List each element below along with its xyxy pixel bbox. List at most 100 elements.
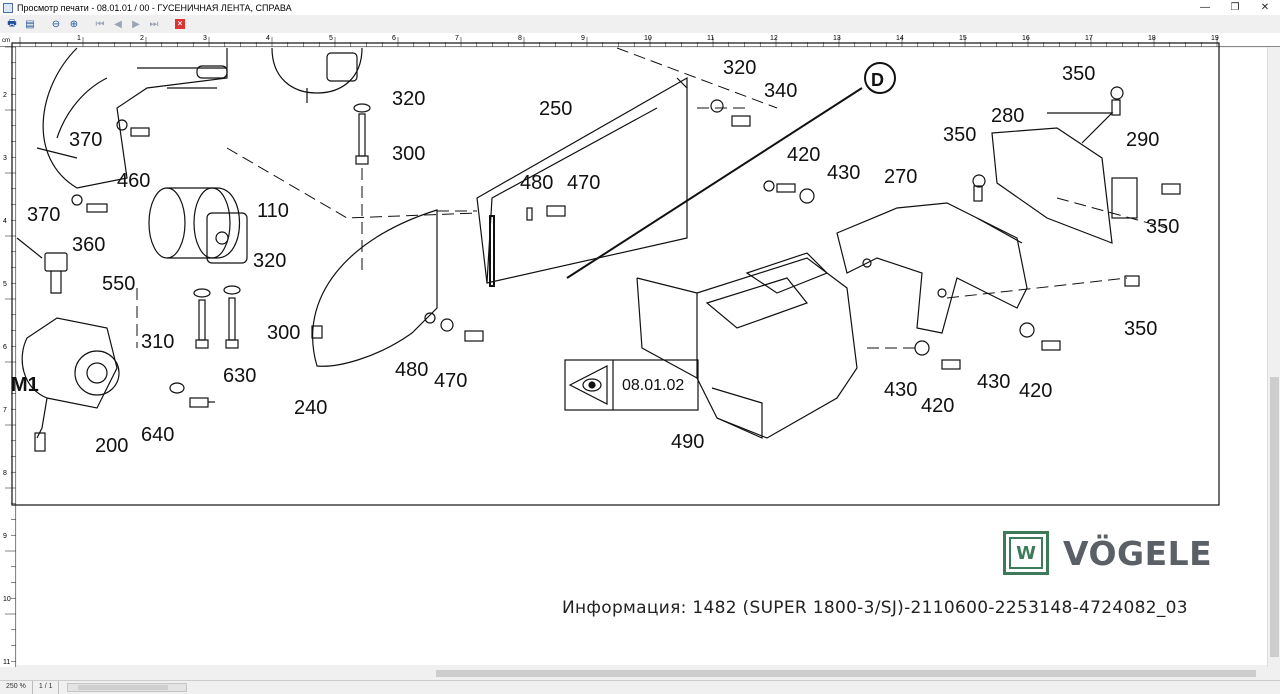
page-setup-icon[interactable]: ▤ [25, 18, 35, 30]
bracket-250 [476, 76, 688, 287]
callout-290: 290 [1126, 129, 1159, 151]
callout-d: D [871, 70, 884, 90]
callout-320: 320 [392, 88, 425, 110]
callout-420: 420 [921, 395, 954, 417]
ruler-tick-label: 10 [644, 35, 652, 42]
callout-370: 370 [69, 129, 102, 151]
callout-430: 430 [977, 371, 1010, 393]
line-d [566, 62, 896, 279]
page-slider[interactable] [67, 682, 188, 692]
sensor-550 [16, 237, 68, 294]
bolt-300-top [353, 103, 371, 165]
callout-470: 470 [434, 370, 467, 392]
callout-240: 240 [294, 397, 327, 419]
callout-480: 480 [395, 359, 428, 381]
bolt-350-c [1161, 183, 1181, 195]
next-page-icon[interactable]: ▶ [132, 18, 140, 30]
close-button[interactable]: ✕ [1260, 2, 1270, 13]
ruler-tick-label: 1 [77, 35, 81, 42]
ruler-tick-label: 13 [833, 35, 841, 42]
callout-420: 420 [787, 144, 820, 166]
ruler-tick-label: 10 [3, 596, 11, 603]
ruler-tick-label: 8 [518, 35, 522, 42]
vertical-scrollbar[interactable] [1267, 47, 1280, 667]
bolt-420-mid [914, 340, 961, 370]
ruler-unit-label: cm [2, 38, 10, 44]
first-page-icon[interactable]: ⏮ [95, 18, 105, 30]
callout-110: 110 [257, 200, 289, 222]
ruler-tick-label: 3 [203, 35, 207, 42]
reference-box[interactable]: 08.01.02 [564, 359, 699, 411]
callout-370: 370 [27, 204, 60, 226]
ruler-tick-label: 4 [3, 218, 7, 225]
bolt-420-top [763, 180, 815, 204]
minimize-button[interactable]: — [1200, 2, 1210, 13]
roller-110 [148, 187, 248, 264]
horizontal-scroll-thumb[interactable] [436, 670, 1256, 677]
roller-top [271, 47, 363, 103]
ruler-tick-label: 11 [707, 35, 714, 42]
assembly-lines [136, 47, 1168, 349]
vogele-logo: W VÖGELE [1003, 530, 1219, 576]
title-bar: Просмотр печати - 08.01.01 / 00 - ГУСЕНИ… [0, 0, 1280, 15]
status-bar: 250 % 1 / 1 [0, 680, 1280, 694]
bracket-270 [836, 202, 1028, 334]
ruler-tick-label: 9 [3, 533, 7, 540]
vertical-scroll-thumb[interactable] [1270, 377, 1279, 657]
callout-360: 360 [72, 234, 105, 256]
bolt-630 [169, 382, 215, 408]
previous-page-icon[interactable]: ◀ [114, 18, 122, 30]
bolt-350-b [972, 174, 986, 202]
ruler-tick-label: 14 [896, 35, 904, 42]
bolt-350-a [1110, 86, 1124, 116]
ruler-tick-label: 19 [1211, 35, 1219, 42]
callout-300: 300 [392, 143, 425, 165]
horizontal-scrollbar[interactable] [16, 667, 1267, 680]
bolt-350-d [1124, 275, 1140, 287]
logo-mark-icon: W [1003, 531, 1049, 575]
ruler-tick-label: 18 [1148, 35, 1156, 42]
bolt-300 [223, 285, 241, 349]
callout-640: 640 [141, 424, 174, 446]
callout-200: 200 [95, 435, 128, 457]
callout-470: 470 [567, 172, 600, 194]
close-preview-icon[interactable]: × [172, 16, 188, 32]
ruler-tick-label: 11 [3, 659, 10, 666]
ruler-tick-label: 2 [140, 35, 144, 42]
motor-200 [21, 317, 120, 452]
last-page-icon[interactable]: ⏭ [149, 18, 159, 30]
zoom-out-icon[interactable]: ⊖ [51, 18, 61, 30]
callout-550: 550 [102, 273, 135, 295]
callouts: 370 460 370 360 550 110 320 310 300 630 … [11, 57, 1179, 457]
ruler-tick-label: 7 [3, 407, 7, 414]
ruler-tick-label: 15 [959, 35, 967, 42]
app-icon [3, 2, 13, 13]
bolt-420-right [1019, 322, 1061, 351]
bolt-460 [116, 119, 150, 137]
print-icon[interactable]: 🖶 [7, 17, 17, 29]
drawing-frame [11, 42, 1220, 506]
logo-text: VÖGELE [1063, 533, 1213, 573]
zoom-in-icon[interactable]: ⊕ [69, 18, 79, 30]
callout-250: 250 [539, 98, 572, 120]
callout-350: 350 [1124, 318, 1157, 340]
callout-310: 310 [141, 331, 174, 353]
callout-430: 430 [884, 379, 917, 401]
ruler-tick-label: 16 [1022, 35, 1030, 42]
bolt-310 [193, 288, 211, 349]
callout-320: 320 [723, 57, 756, 79]
callout-630: 630 [223, 365, 256, 387]
maximize-button[interactable]: ❐ [1230, 2, 1240, 13]
callout-350: 350 [943, 124, 976, 146]
callout-350: 350 [1146, 216, 1179, 238]
callout-270: 270 [884, 166, 917, 188]
bolt-340 [710, 99, 751, 127]
callout-430: 430 [827, 162, 860, 184]
callout-480: 480 [520, 172, 553, 194]
parts-drawing: 08.01.02 370 460 370 360 550 110 320 310… [11, 42, 1220, 506]
callout-460: 460 [117, 170, 150, 192]
